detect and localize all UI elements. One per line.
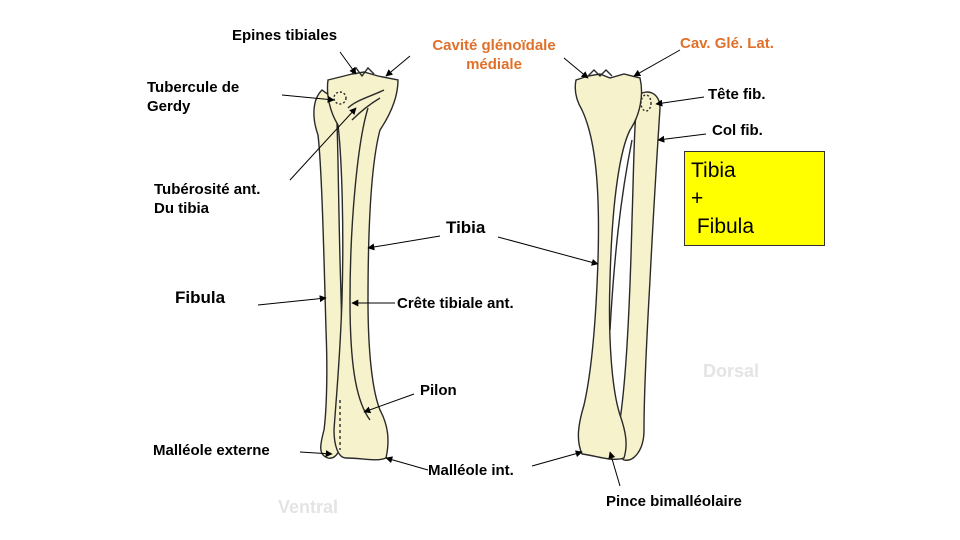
label-tubercule: Tubercule de Gerdy bbox=[147, 78, 239, 116]
label-cavite-medial-line1: Cavité glénoïdale bbox=[432, 37, 556, 54]
label-tuberosite-line2: Du tibia bbox=[154, 200, 209, 217]
arrow-cavite-medial-dorsal bbox=[563, 57, 589, 79]
label-tibia: Tibia bbox=[446, 218, 486, 237]
dorsal-tibia bbox=[574, 73, 643, 461]
dorsal-view bbox=[574, 69, 661, 461]
arrow-pilon bbox=[363, 393, 415, 414]
title-line2: + bbox=[691, 187, 704, 210]
ventral-view bbox=[313, 66, 399, 461]
title-line3: Fibula bbox=[691, 215, 755, 238]
arrow-tuberosite bbox=[289, 107, 357, 181]
arrow-epines bbox=[339, 51, 357, 75]
label-tubercule-line1: Tubercule de bbox=[147, 79, 240, 96]
leader-lines bbox=[257, 49, 707, 487]
ventral-crest-line bbox=[349, 107, 371, 421]
label-dorsal: Dorsal bbox=[703, 361, 760, 381]
label-tuberosite: Tubérosité ant. Du tibia bbox=[154, 180, 260, 218]
label-pince: Pince bimalléolaire bbox=[606, 493, 742, 510]
label-malleole-int: Malléole int. bbox=[428, 462, 514, 479]
title-line1: Tibia bbox=[691, 159, 736, 182]
label-tubercule-line2: Gerdy bbox=[147, 98, 191, 115]
fib-head-circle bbox=[640, 94, 652, 112]
arrow-malleole-int-dorsal bbox=[531, 450, 583, 467]
label-col-fib: Col fib. bbox=[712, 122, 763, 139]
label-cav-gle-lat: Cav. Glé. Lat. bbox=[680, 35, 774, 52]
label-fibula: Fibula bbox=[175, 288, 226, 307]
arrow-pince bbox=[608, 451, 621, 487]
dorsal-fibula bbox=[616, 91, 661, 461]
dorsal-inner-line bbox=[609, 139, 633, 331]
arrow-cav-lat bbox=[633, 49, 681, 77]
label-ventral: Ventral bbox=[278, 497, 339, 517]
label-tuberosite-line1: Tubérosité ant. bbox=[154, 181, 261, 198]
arrow-col-fib bbox=[657, 133, 707, 143]
label-tete-fib: Tête fib. bbox=[708, 86, 766, 103]
label-epines-tibiales: Epines tibiales bbox=[232, 27, 338, 44]
arrow-tete-fib bbox=[655, 96, 705, 107]
label-cavite-medial-line2: médiale bbox=[466, 56, 522, 73]
arrow-gerdy bbox=[281, 94, 335, 103]
arrow-malleole-int bbox=[385, 456, 429, 471]
arrow-tibia-dorsal bbox=[497, 236, 599, 266]
dorsal-spines bbox=[587, 69, 613, 77]
gerdy-circle bbox=[333, 91, 347, 105]
label-malleole-externe: Malléole externe bbox=[153, 442, 270, 459]
arrow-cavite-medial bbox=[385, 55, 411, 77]
ventral-tibia bbox=[326, 71, 399, 461]
arrow-malleole-ext bbox=[299, 450, 333, 458]
label-cavite-medial: Cavité glénoïdale médiale bbox=[418, 36, 570, 74]
arrow-fibula bbox=[257, 295, 327, 306]
ventral-upper-line bbox=[347, 89, 385, 109]
arrow-tibia-ventral bbox=[367, 235, 441, 251]
title-box: Tibia + Fibula bbox=[684, 151, 825, 246]
label-crete: Crête tibiale ant. bbox=[397, 295, 514, 312]
ventral-tuberosity bbox=[351, 97, 381, 121]
label-pilon: Pilon bbox=[420, 382, 457, 399]
